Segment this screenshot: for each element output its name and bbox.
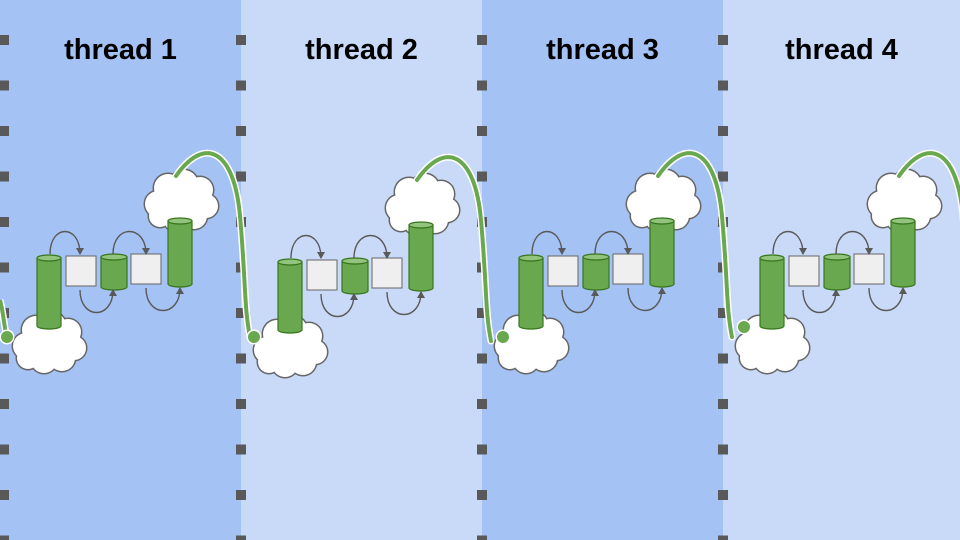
thread-title-1: thread 1	[64, 34, 177, 66]
thread-line-3	[656, 151, 734, 339]
divider-mark	[477, 126, 487, 136]
divider-mark	[0, 126, 9, 136]
divider-mark	[718, 535, 728, 540]
divider-mark	[718, 171, 728, 182]
divider-mark	[0, 353, 9, 364]
arrow-down-a-3	[561, 289, 599, 314]
divider-mark	[718, 35, 728, 45]
frame-box-b-1	[130, 253, 162, 285]
divider-mark	[477, 399, 487, 409]
divider-mark	[0, 490, 9, 500]
divider-mark	[718, 399, 728, 409]
divider-mark	[477, 308, 487, 318]
divider-mark	[236, 80, 246, 91]
divider-mark	[236, 444, 246, 455]
divider-mark	[477, 535, 487, 540]
divider-mark	[0, 399, 9, 409]
stack-cylinder-b-3	[582, 253, 610, 291]
divider-mark	[477, 171, 487, 182]
stack-cylinder-b-1	[100, 253, 128, 291]
stack-cylinder-c-1	[167, 217, 193, 288]
divider-mark	[236, 399, 246, 409]
thread-dot-1	[1, 331, 13, 343]
divider-mark	[236, 308, 246, 318]
divider-mark	[718, 308, 728, 318]
divider-mark	[718, 353, 728, 364]
cloud-wait-3	[493, 310, 570, 375]
stack-cylinder-a-3	[518, 254, 544, 330]
arrow-up-b-3	[594, 230, 632, 255]
stack-cylinder-a-2	[277, 258, 303, 334]
divider-mark	[718, 444, 728, 455]
thread-line-1	[174, 151, 252, 339]
divider-mark	[236, 35, 246, 45]
arrow-up-a-1	[49, 230, 84, 255]
divider-mark	[236, 490, 246, 500]
divider-mark	[477, 444, 487, 455]
thread-dot-3	[497, 331, 509, 343]
frame-box-a-2	[306, 259, 338, 291]
thread-title-3: thread 3	[546, 34, 659, 66]
arrow-up-a-3	[531, 230, 566, 255]
stack-cylinder-b-4	[823, 253, 851, 291]
arrow-down-a-2	[320, 293, 358, 318]
arrow-down-b-3	[627, 287, 666, 312]
thread-line-2	[415, 155, 493, 343]
frame-box-b-4	[853, 253, 885, 285]
divider-mark	[477, 490, 487, 500]
stack-cylinder-c-2	[408, 221, 434, 292]
divider-mark	[0, 217, 9, 227]
divider-mark	[0, 444, 9, 455]
arrow-down-a-1	[79, 289, 117, 314]
divider-mark	[0, 80, 9, 91]
arrow-up-b-4	[835, 230, 873, 255]
divider-mark	[718, 80, 728, 91]
divider-mark	[236, 126, 246, 136]
divider-mark	[0, 35, 9, 45]
arrow-up-b-1	[112, 230, 150, 255]
thread-title-4: thread 4	[785, 34, 898, 66]
arrow-up-a-4	[772, 230, 807, 255]
divider-mark	[0, 262, 9, 273]
divider-mark	[236, 171, 246, 182]
divider-mark	[718, 126, 728, 136]
divider-mark	[477, 80, 487, 91]
divider-mark	[0, 535, 9, 540]
thread-dot-2	[248, 331, 260, 343]
divider-mark	[236, 535, 246, 540]
stack-cylinder-b-2	[341, 257, 369, 295]
frame-box-b-2	[371, 257, 403, 289]
arrow-down-b-2	[386, 291, 425, 316]
arrow-up-a-2	[290, 234, 325, 259]
stack-cylinder-c-3	[649, 217, 675, 288]
stack-cylinder-a-4	[759, 254, 785, 330]
thread-line-4	[897, 151, 960, 208]
divider-mark	[718, 490, 728, 500]
thread-title-2: thread 2	[305, 34, 418, 66]
divider-mark	[477, 353, 487, 364]
frame-box-a-3	[547, 255, 579, 287]
divider-mark	[0, 171, 9, 182]
arrow-up-b-2	[353, 234, 391, 259]
stack-cylinder-c-4	[890, 217, 916, 288]
frame-box-a-1	[65, 255, 97, 287]
frame-box-b-3	[612, 253, 644, 285]
divider-mark	[236, 353, 246, 364]
cloud-run-3	[625, 168, 702, 233]
arrow-down-b-4	[868, 287, 907, 312]
frame-box-a-4	[788, 255, 820, 287]
stack-cylinder-a-1	[36, 254, 62, 330]
thread-dot-4	[738, 321, 750, 333]
arrow-down-a-4	[802, 289, 840, 314]
divider-mark	[477, 35, 487, 45]
arrow-down-b-1	[145, 287, 184, 312]
